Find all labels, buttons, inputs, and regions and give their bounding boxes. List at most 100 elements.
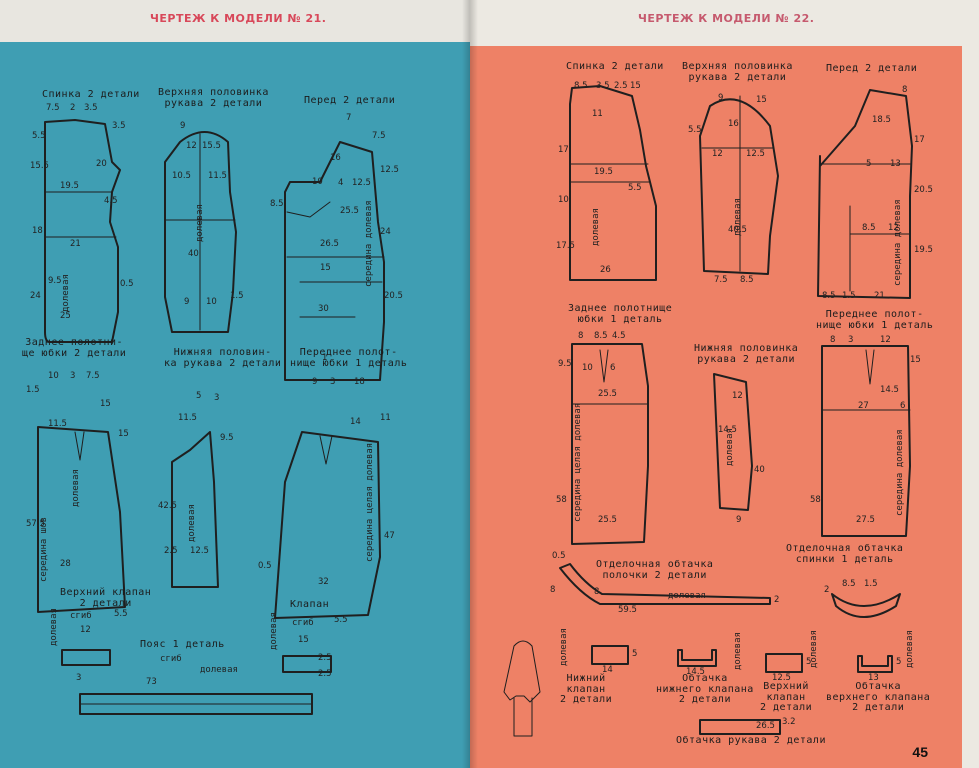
left-back-skirt-measure: 11.5 [48, 419, 67, 429]
left-pattern-drawing [37, 119, 385, 715]
right-front-skirt-title: Переднее полот- нище юбки 1 деталь [816, 309, 934, 331]
right-front-measure: 18.5 [872, 115, 891, 125]
front-pattern-outline [817, 89, 913, 299]
right-sleeve-measure: 12 [712, 149, 723, 159]
right-lower-flap-facing-grain-label: долевая [733, 632, 743, 670]
right-sleeve-measure: 40.5 [728, 225, 747, 235]
right-upper-sleeve-title: Верхняя половинка рукава 2 детали [682, 61, 793, 83]
left-back-measure: 24 [30, 291, 41, 301]
left-upper-flap-title: Верхний клапан 2 детали [60, 587, 152, 609]
left-back-measure: 18 [32, 226, 43, 236]
right-sleeve-facing-measure: 3.2 [782, 717, 796, 727]
left-back-title: Спинка 2 детали [42, 89, 140, 100]
left-back-measure: 4.5 [104, 196, 118, 206]
right-back-measure: 17.5 [556, 241, 575, 251]
right-sleeve-facing-title: Обтачка рукава 2 детали [676, 735, 826, 746]
right-upper-flap-title: Верхний клапан 2 детали [760, 681, 813, 713]
right-front-facing-measure: 8 [550, 585, 556, 595]
page-number: 45 [912, 744, 928, 760]
right-front-measure: 19.5 [914, 245, 933, 255]
left-back-skirt-measure: 3 [70, 371, 76, 381]
right-front-skirt-measure: 15 [910, 355, 921, 365]
right-page: ЧЕРТЕЖ К МОДЕЛИ № 22. [470, 0, 979, 768]
right-flap-measure: 14.5 [686, 667, 705, 677]
right-back-facing-measure: 8.5 [842, 579, 856, 589]
right-lower-flap-title: Нижний клапан 2 детали [560, 673, 613, 705]
right-back-measure: 10 [558, 195, 569, 205]
left-belt-measure: 2.5 [318, 669, 332, 679]
right-front-skirt-measure: 27.5 [856, 515, 875, 525]
right-back-measure: 3.5 [596, 81, 610, 91]
left-front-measure: 16 [330, 153, 341, 163]
right-flap-measure: 5 [632, 649, 638, 659]
left-front-measure: 20.5 [384, 291, 403, 301]
right-back-measure: 19.5 [594, 167, 613, 177]
back-facing-outline [831, 593, 901, 618]
right-back-skirt-measure: 9.5 [558, 359, 572, 369]
right-back-skirt-measure: 25.5 [598, 515, 617, 525]
left-lower-sleeve-measure: 9.5 [220, 433, 234, 443]
right-flap-measure: 13 [868, 673, 879, 683]
left-back-grain-label: долевая [61, 274, 71, 312]
right-back-measure: 15 [630, 81, 641, 91]
left-lower-sleeve-title: Нижняя половин- ка рукава 2 детали [164, 347, 282, 369]
left-back-measure: 9.5 [48, 276, 62, 286]
right-back-measure: 5.5 [628, 183, 642, 193]
left-back-skirt-measure: 7.5 [86, 371, 100, 381]
right-back-grain-label: долевая [591, 208, 601, 246]
right-upper-flap-facing-title: Обтачка верхнего клапана 2 детали [826, 681, 931, 713]
left-flap-grain-label: долевая [269, 612, 279, 650]
left-front-measure: 12.5 [380, 165, 399, 175]
left-sleeve-measure: 11.5 [208, 171, 227, 181]
left-front-measure: 24 [380, 227, 391, 237]
left-back-skirt-title: Заднее полотни- ще юбки 2 детали [22, 337, 127, 359]
right-sleeve-measure: 16 [728, 119, 739, 129]
left-front-skirt-title: Переднее полот- нище юбки 1 деталь [290, 347, 408, 369]
right-front-skirt-measure: 12 [880, 335, 891, 345]
flap-rect [282, 655, 332, 673]
left-front-skirt-measure: 47 [384, 531, 395, 541]
left-front-measure: 8.5 [270, 199, 284, 209]
left-back-measure: 15.5 [30, 161, 49, 171]
right-back-title: Спинка 2 детали [566, 61, 664, 72]
right-back-measure: 17 [558, 145, 569, 155]
right-front-facing-measure: 2 [774, 595, 780, 605]
left-sleeve-grain-label: долевая [195, 204, 205, 242]
model-figure-sketch [503, 640, 541, 737]
left-front-skirt-measure: 3 [330, 377, 336, 387]
left-front-measure: 10 [312, 177, 323, 187]
left-pattern-panel: Спинка 2 детали Верхняя половинка рукава… [0, 42, 470, 768]
right-back-skirt-measure: 10 [582, 363, 593, 373]
left-page: ЧЕРТЕЖ К МОДЕЛИ № 21. [0, 0, 470, 768]
right-pattern-panel: Спинка 2 детали Верхняя половинка рукава… [470, 46, 962, 768]
left-belt-grain-label: долевая [200, 665, 238, 675]
left-lower-sleeve-measure: 5 [196, 391, 202, 401]
left-lower-sleeve-measure: 3 [214, 393, 220, 403]
left-front-measure: 7.5 [372, 131, 386, 141]
left-front-measure: 15 [320, 263, 331, 273]
left-flap-measure: 15 [298, 635, 309, 645]
left-back-measure: 3.5 [84, 103, 98, 113]
upper-flap-facing-outline [857, 655, 893, 673]
right-front-skirt-measure: 58 [810, 495, 821, 505]
back-pattern-outline [569, 85, 657, 281]
left-page-header: ЧЕРТЕЖ К МОДЕЛИ № 21. [150, 12, 327, 25]
upper-sleeve-outline [699, 98, 779, 275]
left-front-skirt-measure: 14 [350, 417, 361, 427]
right-lower-sleeve-measure: 12 [732, 391, 743, 401]
back-skirt-outline [571, 343, 649, 545]
left-lower-sleeve-measure: 12.5 [190, 546, 209, 556]
left-back-measure: 7.5 [46, 103, 60, 113]
upper-flap-rect [61, 649, 111, 666]
upper-sleeve-outline [164, 131, 237, 333]
left-flap-title: Клапан [290, 599, 330, 610]
left-front-measure: 26.5 [320, 239, 339, 249]
right-front-facing-measure: 0.5 [552, 551, 566, 561]
left-back-skirt-measure: 1.5 [26, 385, 40, 395]
right-back-facing-title: Отделочная обтачка спинки 1 деталь [786, 543, 904, 565]
front-facing-outline [559, 563, 771, 605]
left-upper-sleeve-title: Верхняя половинка рукава 2 детали [158, 87, 269, 109]
left-back-skirt-measure: 15 [118, 429, 129, 439]
right-lower-sleeve-measure: 14.5 [718, 425, 737, 435]
right-back-skirt-measure: 25.5 [598, 389, 617, 399]
